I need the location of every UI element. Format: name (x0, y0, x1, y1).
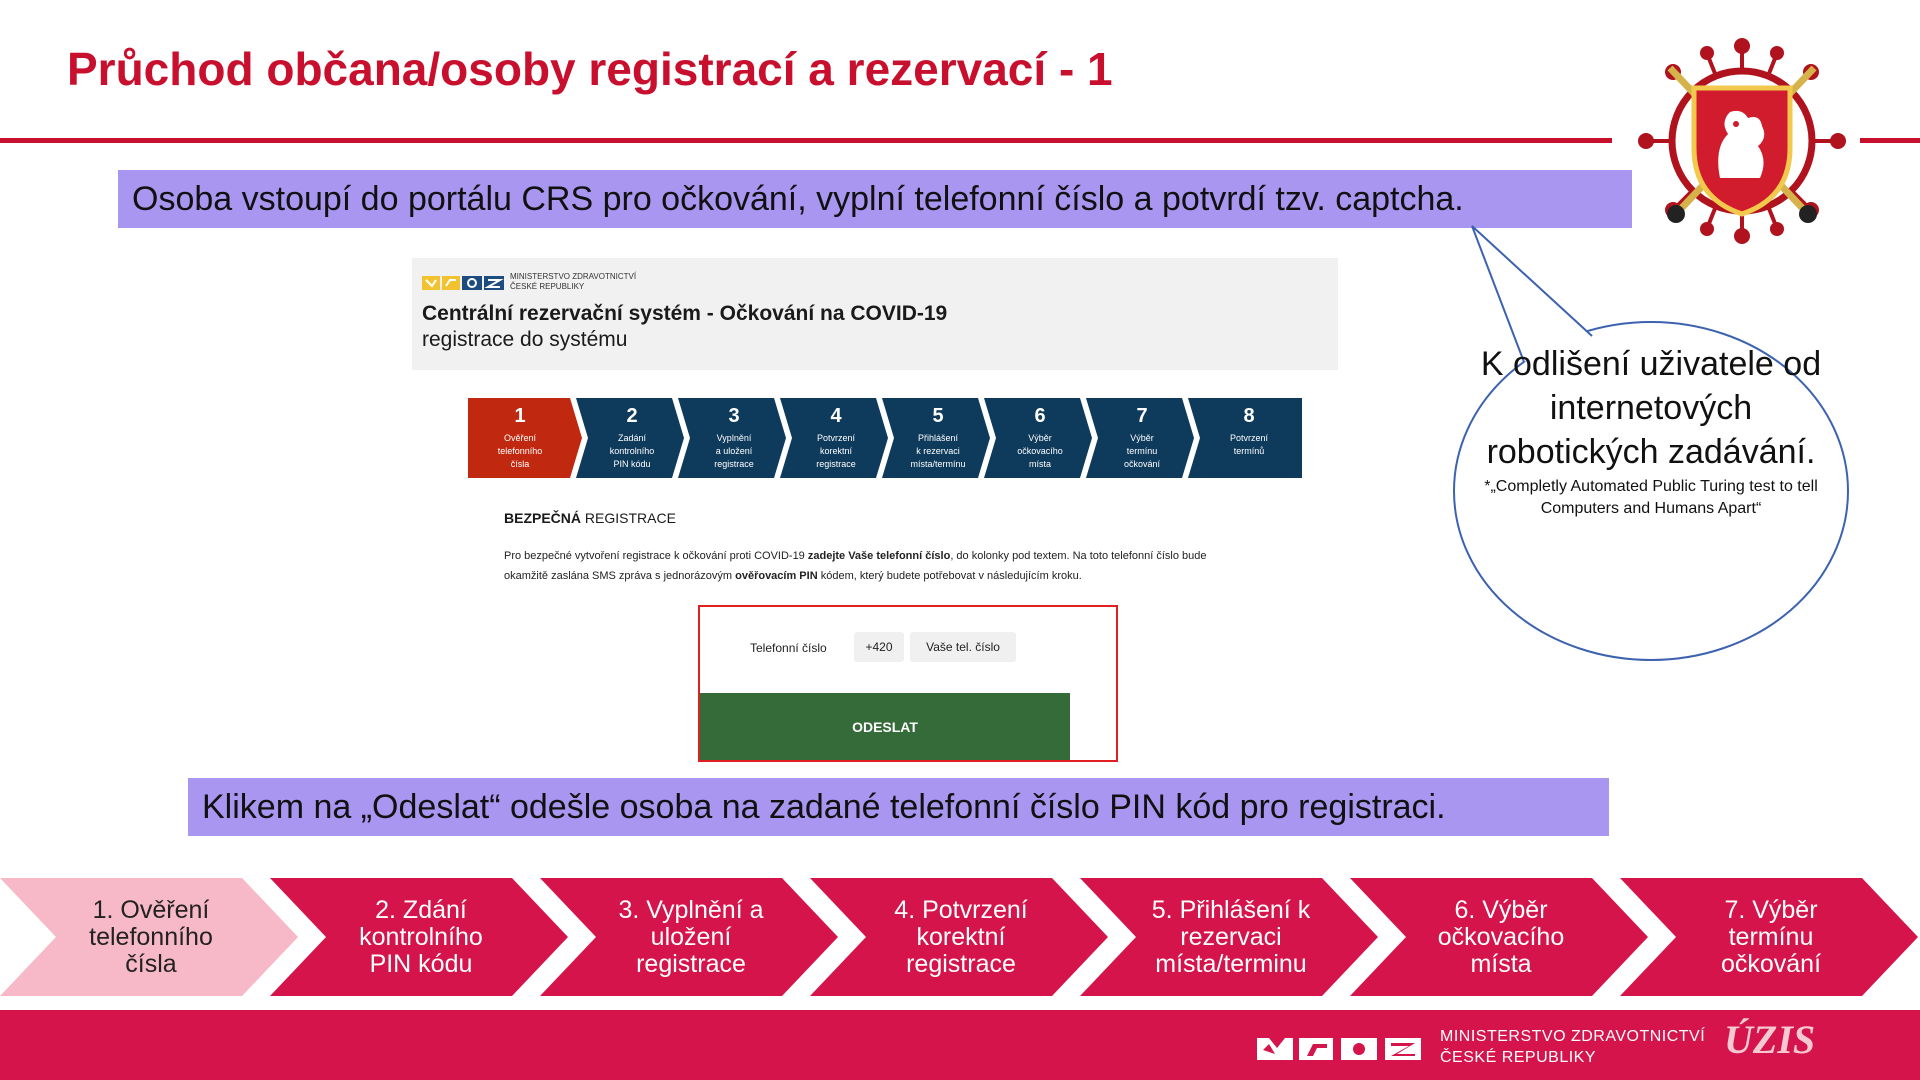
portal-step-4: 4 Potvrzení korektní registrace (816, 405, 856, 469)
process-step-7: 7. Výběr termínu očkování (1720, 895, 1822, 978)
portal-step-5-shape (882, 398, 990, 478)
portal-header: MINISTERSTVO ZDRAVOTNICTVÍ ČESKÉ REPUBLI… (412, 258, 1338, 370)
portal-step-1-shape (468, 398, 582, 478)
portal-step-6: 6 Výběr očkovacího místa (1017, 405, 1063, 469)
portal-step-chevrons (468, 398, 1302, 478)
portal-instructions: Pro bezpečné vytvoření registrace k očko… (504, 550, 1207, 582)
slide-title: Průchod občana/osoby registrací a rezerv… (67, 43, 1113, 95)
portal-step-7-shape (1086, 398, 1194, 478)
uzis-logo: ÚZIS (1724, 1017, 1816, 1062)
portal-step-5: 5 Přihlášení k rezervaci místa/termínu (910, 405, 966, 469)
mzcr-logo-icon (1257, 1038, 1421, 1060)
portal-screenshot: MINISTERSTVO ZDRAVOTNICTVÍ ČESKÉ REPUBLI… (412, 258, 1338, 778)
footer-ministry: MINISTERSTVO ZDRAVOTNICTVÍ ČESKÉ REPUBLI… (1440, 1028, 1706, 1066)
process-step-2: 2. Zdání kontrolního PIN kódu (359, 895, 483, 978)
bubble-footnote: *„Completly Automated Public Turing test… (1484, 478, 1818, 517)
portal-heading: Centrální rezervační systém - Očkování n… (422, 302, 948, 325)
highlight-box (698, 605, 1118, 762)
process-step-3-shape (540, 878, 838, 996)
bubble-text: K odlišení uživatele od internetových ro… (1466, 342, 1836, 520)
process-step-4-shape (810, 878, 1108, 996)
process-step-6-shape (1350, 878, 1648, 996)
send-button[interactable]: ODESLAT (700, 693, 1070, 760)
process-step-5-shape (1080, 878, 1378, 996)
portal-step-8-shape (1188, 398, 1302, 478)
portal-section-title: BEZPEČNÁ REGISTRACE (504, 510, 676, 526)
process-step-3: 3. Vyplnění a uložení registrace (618, 895, 764, 978)
portal-step-2-shape (576, 398, 684, 478)
portal-step-2: 2 Zadání kontrolního PIN kódu (609, 405, 655, 469)
process-step-4: 4. Potvrzení korektní registrace (894, 895, 1028, 978)
portal-subheading: registrace do systému (422, 328, 628, 351)
title-rule-right (1860, 138, 1920, 143)
portal-step-3: 3 Vyplnění a uložení registrace (714, 405, 754, 469)
phone-prefix: +420 (854, 632, 904, 662)
portal-step-3-shape (678, 398, 786, 478)
footer: MINISTERSTVO ZDRAVOTNICTVÍ ČESKÉ REPUBLI… (0, 1010, 1920, 1080)
phone-label: Telefonní číslo (750, 641, 827, 655)
process-step-1-shape (0, 878, 298, 996)
process-bar: 1. Ověření telefonního čísla 2. Zdání ko… (0, 878, 1920, 996)
process-step-6: 6. Výběr očkovacího místa (1437, 895, 1565, 978)
portal-step-8: 8 Potvrzení termínů (1229, 405, 1269, 456)
portal-step-1: 1 Ověření telefonního čísla (497, 405, 543, 469)
process-chevrons (0, 878, 1918, 996)
process-step-1: 1. Ověření telefonního čísla (89, 895, 213, 978)
portal-step-7: 7 Výběr termínu očkování (1123, 405, 1161, 469)
process-step-2-shape (270, 878, 568, 996)
phone-number-input[interactable] (910, 632, 1016, 662)
callout-bottom: Klikem na „Odeslat“ odešle osoba na zada… (188, 778, 1609, 836)
mzcr-logo-icon (422, 276, 504, 290)
title-rule (0, 138, 1612, 143)
portal-step-4-shape (780, 398, 888, 478)
callout-top: Osoba vstoupí do portálu CRS pro očkován… (118, 170, 1632, 228)
portal-step-6-shape (984, 398, 1092, 478)
virus-lion-emblem-icon (1638, 38, 1846, 244)
portal-ministry-name: MINISTERSTVO ZDRAVOTNICTVÍ ČESKÉ REPUBLI… (510, 272, 637, 291)
bubble-main-text: K odlišení uživatele od internetových ro… (1480, 345, 1822, 471)
process-step-5: 5. Přihlášení k rezervaci místa/terminu (1151, 895, 1311, 978)
process-step-7-shape (1620, 878, 1918, 996)
portal-step-bar: 1 Ověření telefonního čísla 2 Zadání kon… (468, 398, 1318, 478)
